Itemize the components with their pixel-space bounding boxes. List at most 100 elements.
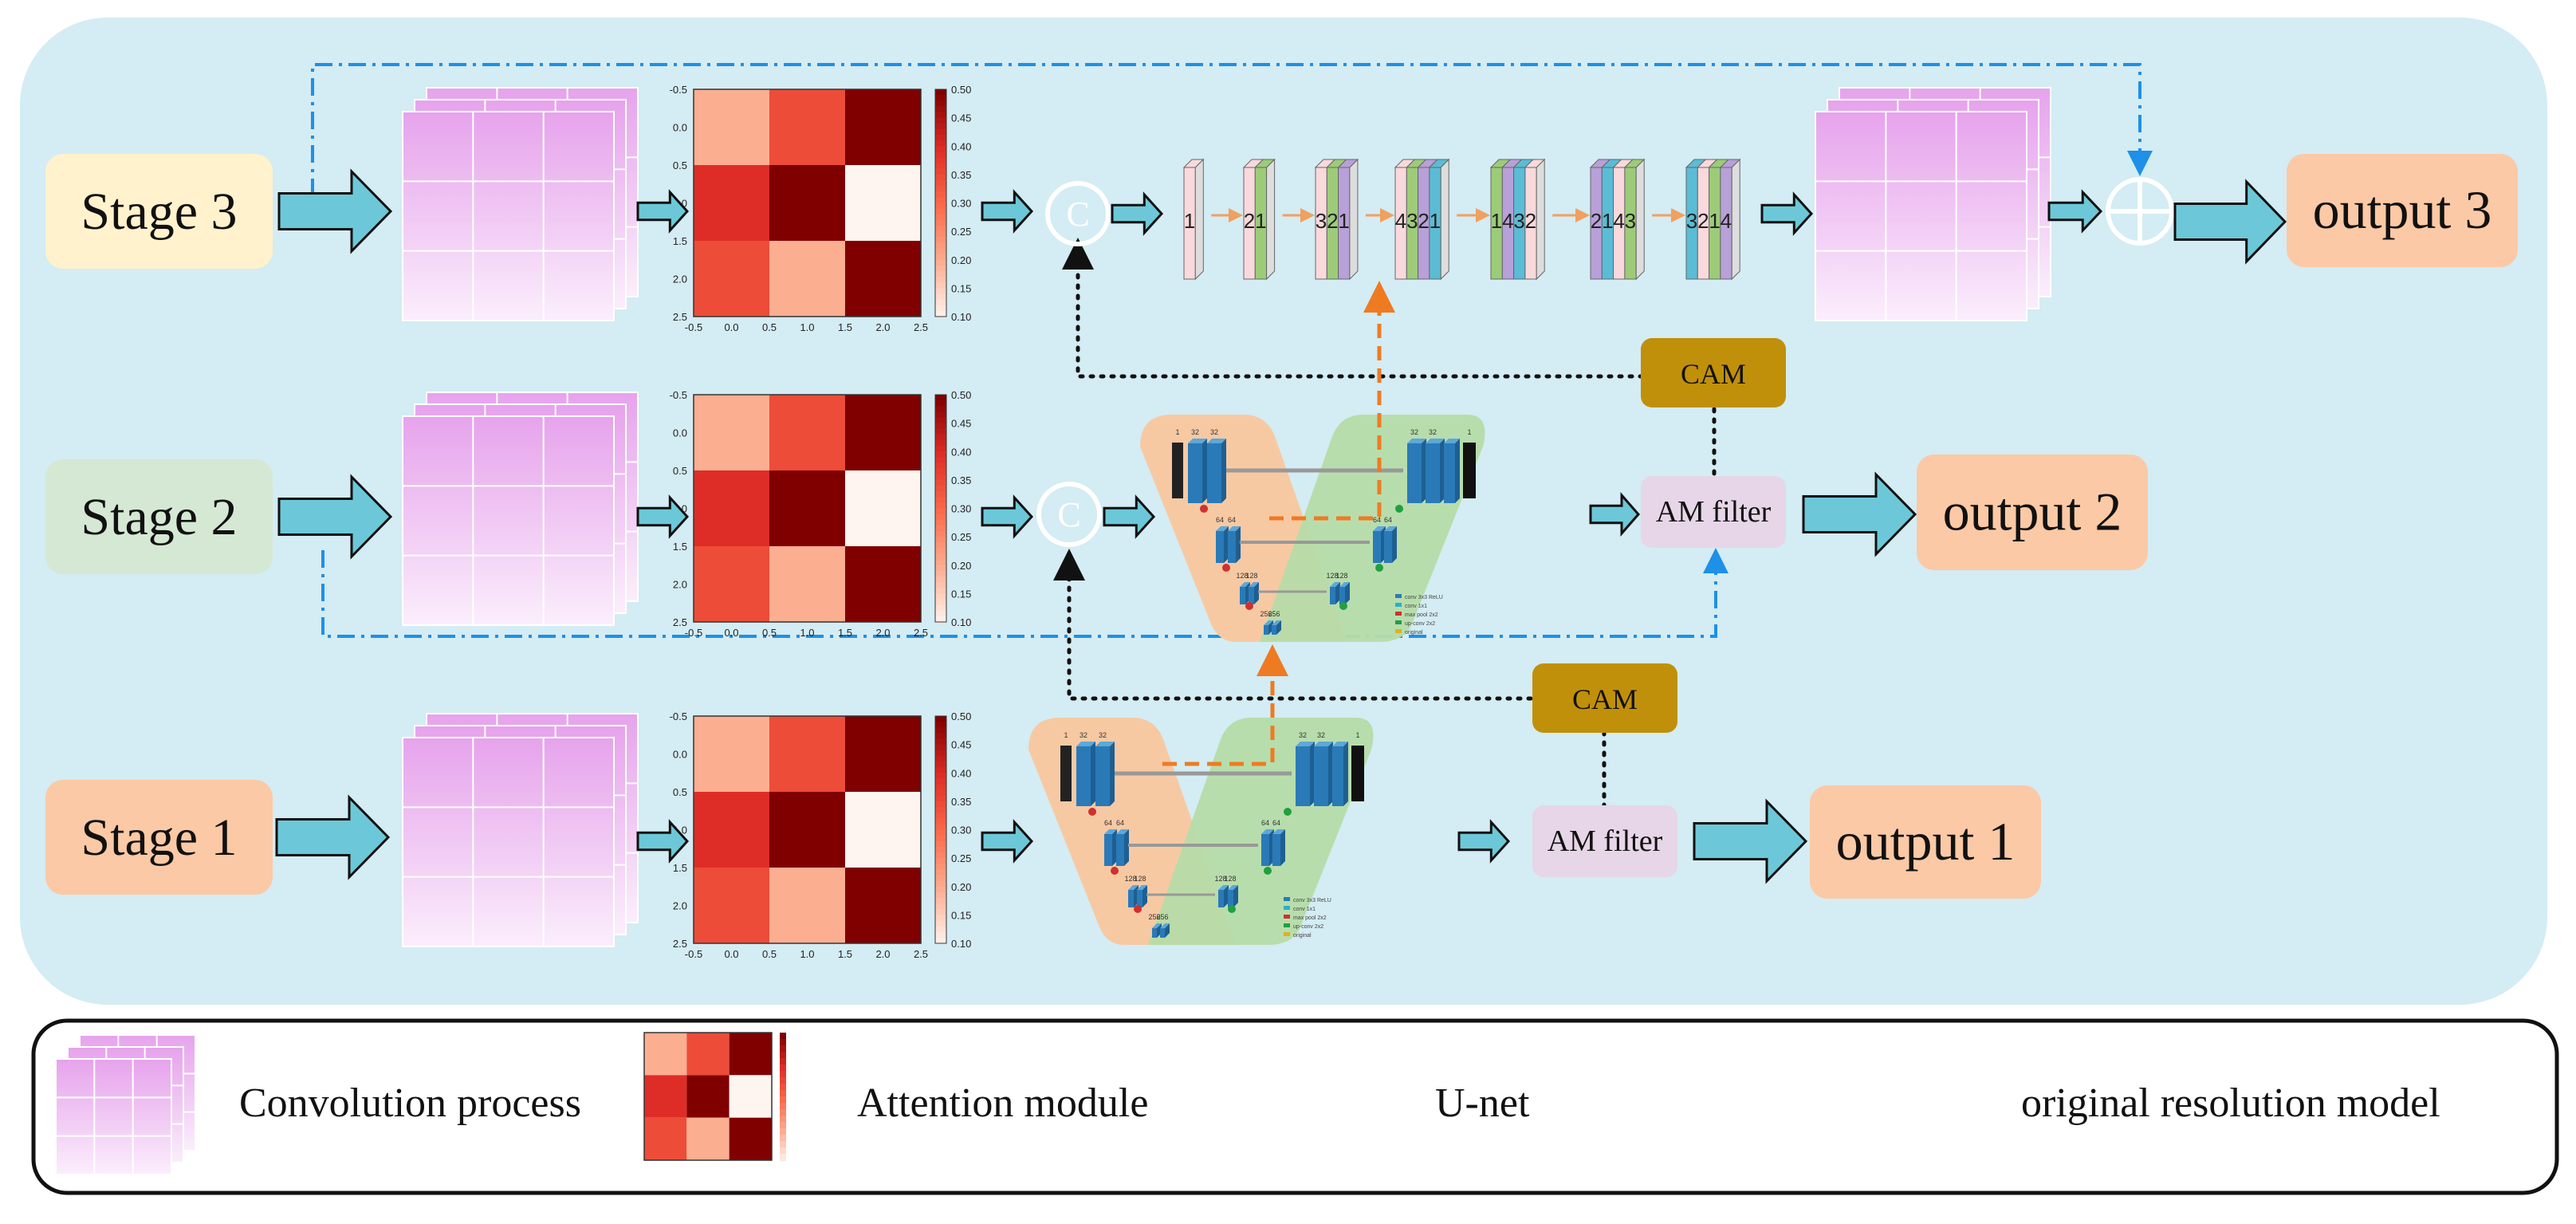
colorbar-tick: 0.35	[951, 474, 971, 486]
heatmap-xtick: -0.5	[685, 321, 702, 333]
svg-text:Stage 2: Stage 2	[81, 488, 237, 546]
heatmap-cell	[845, 89, 921, 165]
orm-digit: 3	[1316, 209, 1327, 233]
unet-channel-label: 256	[1156, 913, 1168, 921]
heatmap-cell	[694, 792, 769, 868]
stage-label-3: Stage 3	[45, 154, 273, 269]
heatmap-cell	[729, 1075, 772, 1118]
heatmap-ytick: 2.0	[673, 274, 687, 285]
heatmap-ytick: 1.5	[673, 235, 687, 247]
heatmap-cell	[845, 868, 921, 943]
heatmap-xtick: 1.5	[838, 627, 852, 639]
unet-channel-label: 64	[1373, 516, 1381, 524]
legend-heatmap-icon	[643, 1032, 773, 1161]
heatmap-ytick: -0.5	[670, 710, 687, 722]
colorbar-tick: 0.15	[951, 588, 971, 600]
legend-colorbar-icon	[780, 1033, 786, 1161]
heatmap-xtick: -0.5	[685, 948, 702, 960]
heatmap-cell	[769, 165, 845, 241]
heatmap-cell	[845, 546, 921, 622]
unet-channel-label: 32	[1299, 731, 1307, 739]
colorbar-tick: 0.10	[951, 311, 971, 323]
arrow-conv1-to-attn	[636, 819, 690, 864]
orm-digit: 3	[1686, 209, 1697, 233]
svg-text:C: C	[1066, 195, 1089, 234]
heatmap-cell	[845, 716, 921, 792]
svg-text:CAM: CAM	[1681, 358, 1746, 390]
unet-channel-label: 32	[1191, 428, 1199, 436]
colorbar-tick: 0.35	[951, 796, 971, 808]
unet-channel-label: 128	[1134, 875, 1146, 883]
orm-digit: 1	[1338, 209, 1349, 233]
colorbar-tick: 0.10	[951, 938, 971, 950]
heatmap-cell	[769, 395, 845, 470]
arrow-add-to-output3	[2173, 179, 2287, 265]
svg-text:Stage 3: Stage 3	[81, 183, 237, 241]
orm-digit: 3	[1513, 209, 1524, 233]
output-box-3: output 3	[2287, 154, 2518, 267]
svg-text:output 1: output 1	[1836, 811, 2016, 872]
legend-convolution-text: Convolution process	[239, 1080, 581, 1126]
orm-digit: 2	[1591, 209, 1602, 233]
arrow-attn3-to-concat	[981, 189, 1034, 234]
unet-legend-label: up-conv 2x2	[1293, 924, 1323, 930]
orm-digit: 3	[1406, 209, 1418, 233]
unet-bridge-stage2	[1269, 281, 1395, 521]
arrow-attn2-to-concat	[981, 494, 1034, 539]
unet-channel-label: 128	[1214, 875, 1226, 883]
unet-channel-label: 256	[1260, 610, 1272, 618]
heatmap-xtick: 2.5	[914, 948, 928, 960]
heatmap-cell	[845, 165, 921, 241]
orm-digit: 4	[1395, 209, 1406, 233]
heatmap-cell	[845, 395, 921, 470]
heatmap-xtick: 2.5	[914, 321, 928, 333]
svg-text:CAM: CAM	[1572, 683, 1638, 715]
heatmap-cell	[694, 716, 769, 792]
orm-digit: 2	[1697, 209, 1709, 233]
heatmap-cell	[845, 792, 921, 868]
heatmap-xtick: 2.5	[914, 627, 928, 639]
cam-feedback-stage3	[1062, 238, 1645, 379]
heatmap-cell	[694, 868, 769, 943]
unet-channel-label: 256	[1148, 913, 1160, 921]
orm-digit: 2	[1525, 209, 1536, 233]
heatmap-cell	[694, 241, 769, 317]
colorbar-tick: 0.20	[951, 881, 971, 893]
colorbar-tick: 0.30	[951, 198, 971, 210]
colorbar-tick: 0.45	[951, 112, 971, 124]
heatmap-cell	[694, 89, 769, 165]
unet-channel-label: 128	[1236, 572, 1248, 580]
arrow-concat3-to-orm	[1111, 191, 1164, 236]
unet-legend-label: max pool 2x2	[1293, 915, 1327, 921]
orm-digit: 1	[1602, 209, 1613, 233]
heatmap-ytick: 2.0	[673, 579, 687, 591]
heatmap-ytick: 0.0	[673, 749, 687, 761]
heatmap-cell	[686, 1075, 730, 1118]
orm-digit: 1	[1184, 209, 1195, 233]
arrow-stage1-to-conv	[275, 794, 391, 880]
unet-legend-label: conv 1x1	[1405, 604, 1427, 609]
colorbar-tick: 0.25	[951, 531, 971, 543]
unet-channel-label: 64	[1261, 819, 1269, 827]
unet-channel-label: 64	[1384, 516, 1392, 524]
unet-legend-label: up-conv 2x2	[1405, 621, 1435, 627]
concat-node-stage2: C	[1036, 482, 1102, 547]
svg-text:output 3: output 3	[2313, 179, 2492, 240]
unet-legend-label: conv 3x3 ReLU	[1405, 595, 1443, 600]
colorbar-tick: 0.40	[951, 140, 971, 152]
svg-text:Stage 1: Stage 1	[81, 809, 237, 867]
heatmap-cell	[686, 1117, 730, 1160]
unet-channel-label: 32	[1429, 428, 1437, 436]
orm-digit: 2	[1244, 209, 1255, 233]
orm-digit: 4	[1613, 209, 1624, 233]
colorbar-tick: 0.50	[951, 710, 971, 722]
heatmap-xtick: 0.5	[762, 627, 777, 639]
heatmap-xtick: 0.5	[762, 948, 777, 960]
svg-text:C: C	[1057, 495, 1080, 534]
heatmap-cell	[694, 546, 769, 622]
colorbar-tick: 0.15	[951, 909, 971, 921]
legend-conv-icon	[55, 1034, 196, 1175]
